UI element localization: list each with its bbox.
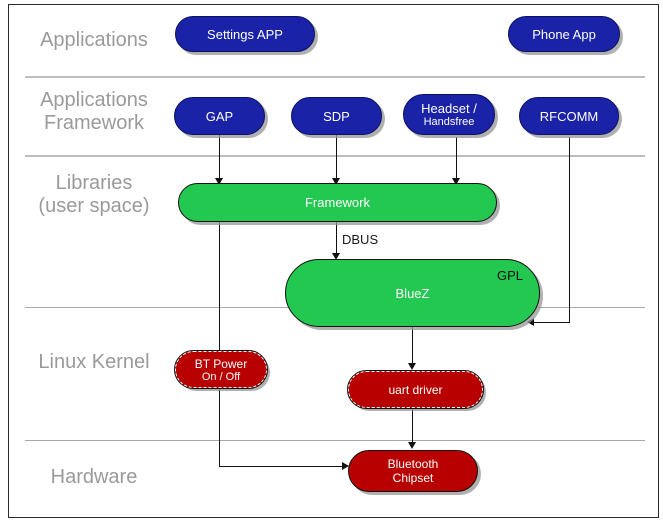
edge-sdp-to-framework-line: [336, 133, 337, 181]
edge-framework-to-chipset-hline: [219, 466, 343, 467]
node-bluetooth-chipset-label: Bluetooth: [387, 457, 439, 471]
separator-linux-kernel: [25, 440, 645, 441]
edge-framework-to-chipset-vline: [219, 222, 220, 466]
edge-framework-to-chipset-arrow: [342, 462, 349, 470]
edge-sdp-to-framework-arrow: [332, 178, 340, 185]
node-framework-label: Framework: [304, 195, 370, 210]
layer-label-linux-kernel: Linux Kernel: [38, 351, 150, 373]
node-bluez[interactable]: GPL BlueZ: [285, 259, 540, 327]
edge-bluez-to-uart-line: [412, 327, 413, 365]
node-phone-app[interactable]: Phone App: [508, 16, 620, 52]
edge-rfcomm-to-bluez-arrow: [527, 318, 534, 326]
edge-uart-to-chipset-arrow: [408, 442, 416, 449]
node-bluetooth-chipset-sublabel: Chipset: [392, 471, 434, 485]
edge-gap-to-framework-line: [219, 133, 220, 181]
node-uart-driver[interactable]: uart driver: [347, 370, 484, 409]
node-framework[interactable]: Framework: [178, 183, 497, 222]
node-sdp[interactable]: SDP: [291, 97, 382, 135]
edge-label-dbus: DBUS: [342, 232, 379, 247]
node-rfcomm-label: RFCOMM: [539, 108, 599, 124]
edge-uart-to-chipset-line: [412, 408, 413, 444]
edge-framework-to-bluez-line: [336, 222, 337, 256]
node-settings-app[interactable]: Settings APP: [175, 16, 315, 52]
edge-rfcomm-to-bluez-hline: [533, 322, 570, 323]
node-bluez-license-tag: GPL: [496, 268, 523, 283]
edge-gap-to-framework-arrow: [215, 178, 223, 185]
separator-applications-framework: [25, 155, 645, 157]
node-headset-handsfree[interactable]: Headset / Handsfree: [403, 94, 495, 135]
node-bt-power-label: BT Power: [194, 356, 248, 371]
node-gap[interactable]: GAP: [174, 97, 265, 135]
node-bluez-label: BlueZ: [395, 285, 430, 301]
edge-headset-to-framework-line: [456, 137, 457, 181]
node-bt-power-sublabel: On / Off: [201, 370, 241, 383]
node-bluetooth-chipset[interactable]: Bluetooth Chipset: [348, 450, 478, 492]
node-headset-handsfree-label: Headset /: [421, 101, 477, 116]
separator-applications: [25, 76, 645, 78]
node-uart-driver-label: uart driver: [388, 382, 443, 397]
layer-label-applications: Applications: [40, 29, 148, 51]
node-phone-app-label: Phone App: [532, 26, 596, 42]
node-sdp-label: SDP: [323, 108, 350, 124]
edge-framework-to-bluez-arrow: [332, 253, 340, 260]
edge-rfcomm-to-bluez-vline: [569, 137, 570, 323]
layer-label-hardware: Hardware: [50, 466, 138, 488]
edge-headset-to-framework-arrow: [452, 178, 460, 185]
node-rfcomm[interactable]: RFCOMM: [519, 97, 619, 135]
layer-label-applications-framework: Applications Framework: [40, 89, 148, 134]
node-gap-label: GAP: [205, 108, 234, 124]
node-settings-app-label: Settings APP: [207, 26, 283, 42]
node-bt-power[interactable]: BT Power On / Off: [174, 350, 268, 389]
node-headset-handsfree-sublabel: Handsfree: [423, 116, 475, 128]
layer-label-libraries: Libraries (user space): [38, 172, 150, 217]
edge-bluez-to-uart-arrow: [408, 363, 416, 370]
